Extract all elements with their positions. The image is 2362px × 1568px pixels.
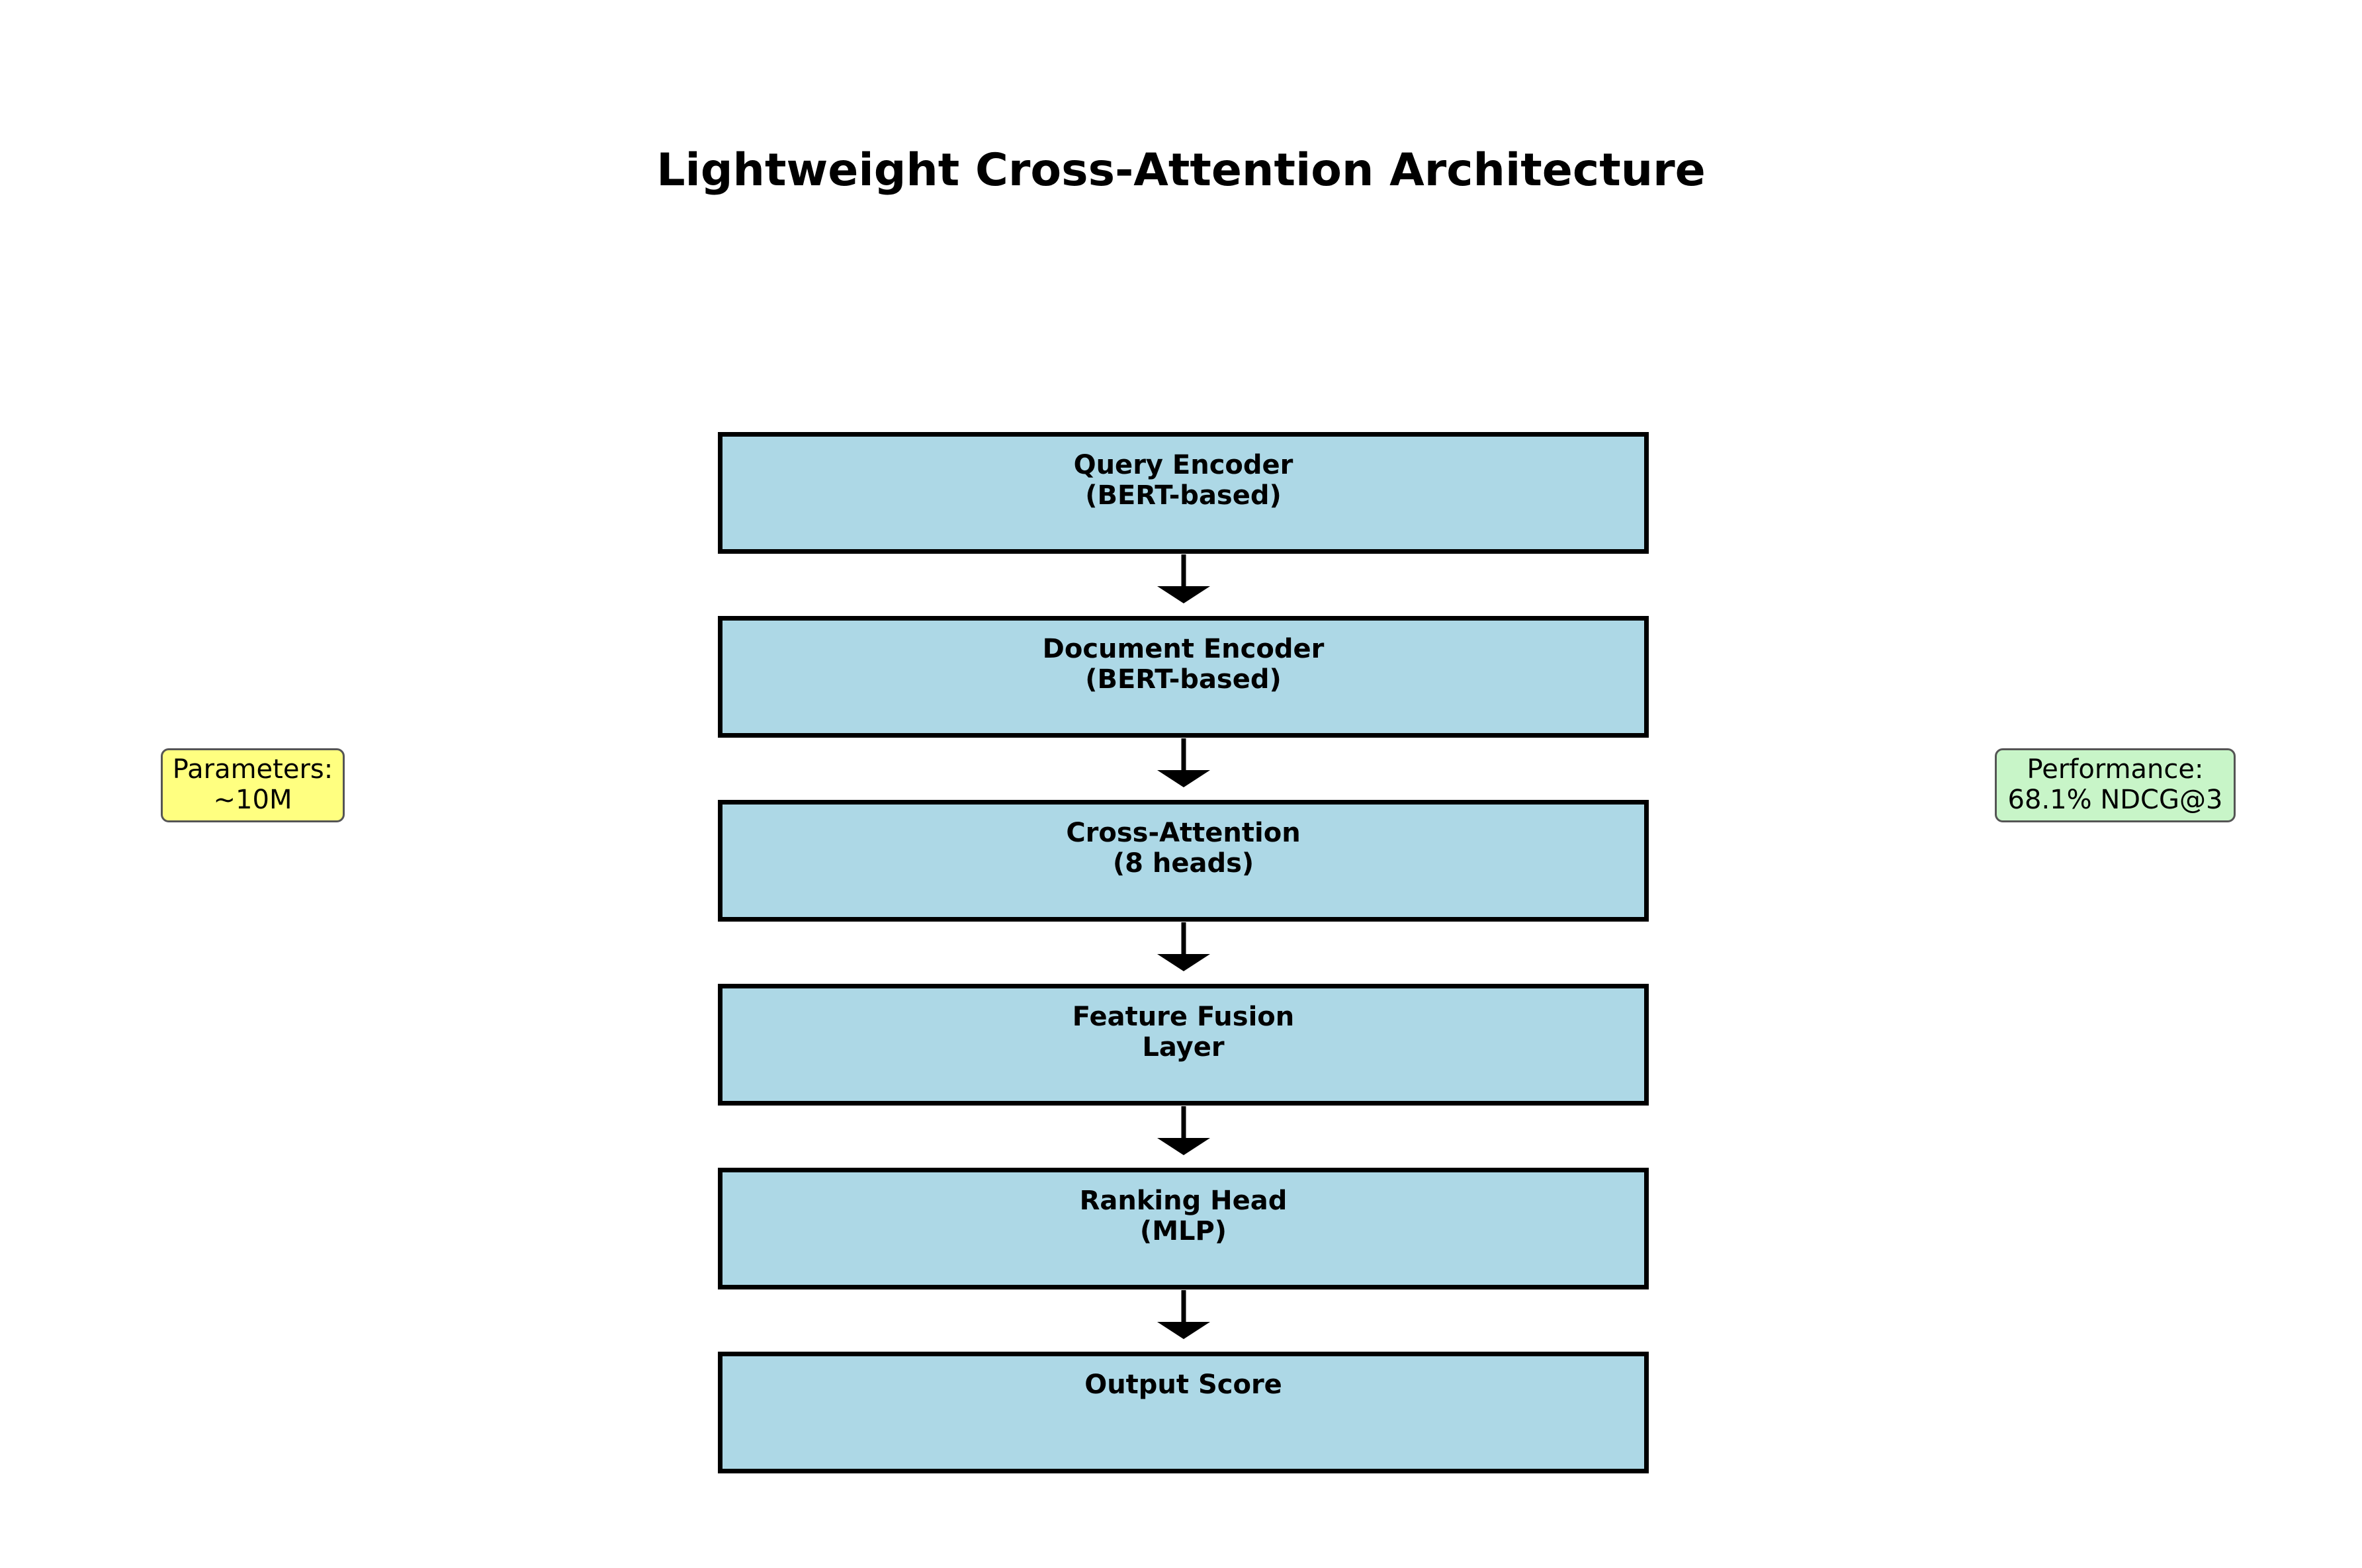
stage-label: Feature Fusion bbox=[1072, 1002, 1295, 1032]
parameters-note: Parameters: ~10M bbox=[161, 748, 345, 822]
stage-label: Cross-Attention bbox=[1066, 818, 1301, 848]
stage-ranking-head: Ranking Head (MLP) bbox=[718, 1168, 1649, 1289]
stage-document-encoder: Document Encoder (BERT-based) bbox=[718, 616, 1649, 738]
arrow-down-icon bbox=[1157, 922, 1210, 971]
performance-note-label: Performance: bbox=[2027, 754, 2204, 785]
stage-label: Output Score bbox=[1084, 1370, 1282, 1400]
stage-cross-attention: Cross-Attention (8 heads) bbox=[718, 800, 1649, 922]
parameters-note-value: ~10M bbox=[213, 785, 292, 815]
stage-query-encoder: Query Encoder (BERT-based) bbox=[718, 432, 1649, 554]
diagram-title: Lightweight Cross-Attention Architecture bbox=[656, 144, 1706, 196]
stage-sublabel: (MLP) bbox=[1139, 1216, 1227, 1246]
arrow-down-icon bbox=[1157, 1106, 1210, 1155]
performance-note-value: 68.1% NDCG@3 bbox=[2007, 785, 2223, 815]
arrow-down-icon bbox=[1157, 1290, 1210, 1339]
stage-feature-fusion: Feature Fusion Layer bbox=[718, 984, 1649, 1106]
stage-sublabel: (BERT-based) bbox=[1085, 664, 1282, 695]
stage-label: Ranking Head bbox=[1079, 1186, 1288, 1216]
parameters-note-label: Parameters: bbox=[172, 754, 333, 785]
arrow-down-icon bbox=[1157, 554, 1210, 603]
arrow-down-icon bbox=[1157, 738, 1210, 787]
stage-output-score: Output Score bbox=[718, 1352, 1649, 1473]
stage-label: Query Encoder bbox=[1073, 450, 1293, 480]
stage-sublabel: Layer bbox=[1142, 1032, 1225, 1063]
stage-sublabel: (BERT-based) bbox=[1085, 480, 1282, 511]
stage-sublabel: (8 heads) bbox=[1112, 848, 1254, 879]
stage-label: Document Encoder bbox=[1042, 634, 1325, 664]
performance-note: Performance: 68.1% NDCG@3 bbox=[1995, 748, 2236, 822]
